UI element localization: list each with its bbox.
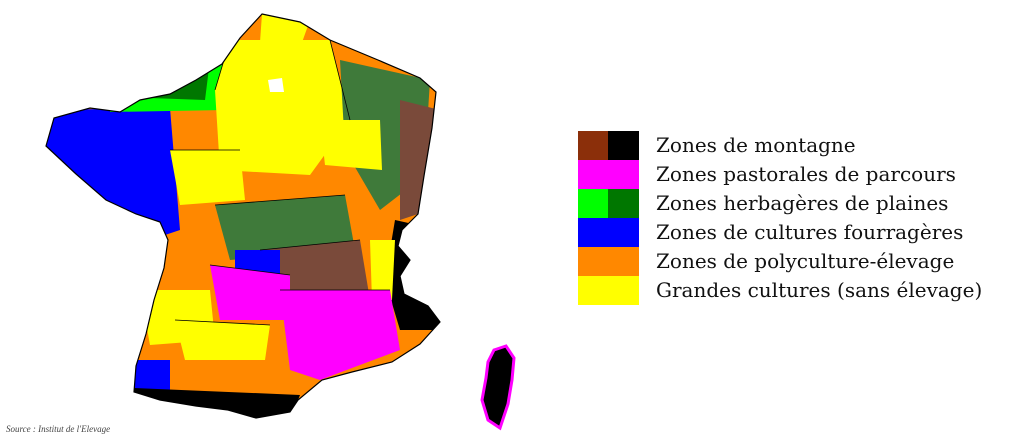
zone-forage-basque: [134, 360, 170, 392]
corsica-outline: [480, 344, 516, 431]
legend-item: Zones de polyculture-élevage: [578, 247, 1018, 276]
mainland-outline: [45, 13, 441, 419]
zone-crops-centre-west: [170, 150, 245, 205]
internal-boundaries: [170, 39, 390, 326]
legend-item: Zones herbagères de plaines: [578, 189, 1018, 218]
legend-label: Zones de montagne: [656, 133, 856, 157]
legend-swatch: [578, 131, 639, 160]
zone-crops-garonne: [175, 320, 270, 360]
map-legend: Zones de montagne Zones pastorales de pa…: [578, 131, 1018, 305]
legend-swatch: [578, 218, 639, 247]
zone-forage-brittany: [46, 108, 180, 240]
legend-label: Zones de cultures fourragères: [656, 220, 964, 244]
source-note: Source : Institut de l'Elevage: [6, 424, 111, 434]
legend-label: Zones de polyculture-élevage: [656, 249, 955, 273]
legend-swatch: [578, 189, 639, 218]
legend-label: Grandes cultures (sans élevage): [656, 278, 983, 302]
legend-label: Zones pastorales de parcours: [656, 162, 956, 186]
legend-item: Zones pastorales de parcours: [578, 160, 1018, 189]
zone-grass-normandy-dark: [150, 60, 210, 100]
legend-item: Grandes cultures (sans élevage): [578, 276, 1018, 305]
map-france-agricultural-zones: Source : Institut de l'Elevage: [6, 13, 516, 434]
legend-label: Zones herbagères de plaines: [656, 191, 949, 215]
legend-swatch: [578, 160, 639, 189]
legend-item: Zones de montagne: [578, 131, 1018, 160]
zone-crops-paris-basin: [215, 40, 350, 175]
legend-swatch: [578, 276, 639, 305]
zone-crops-rhone: [370, 240, 395, 300]
legend-swatch: [578, 247, 639, 276]
zone-pastoral-south: [280, 290, 400, 380]
mainland-zones: [46, 14, 440, 418]
zone-pastoral-quercy: [210, 265, 290, 320]
france-map: [45, 13, 516, 431]
legend-item: Zones de cultures fourragères: [578, 218, 1018, 247]
zone-crops-burgundy: [320, 120, 382, 170]
zone-paris-urban: [268, 78, 284, 92]
zone-crops-north: [260, 14, 310, 48]
